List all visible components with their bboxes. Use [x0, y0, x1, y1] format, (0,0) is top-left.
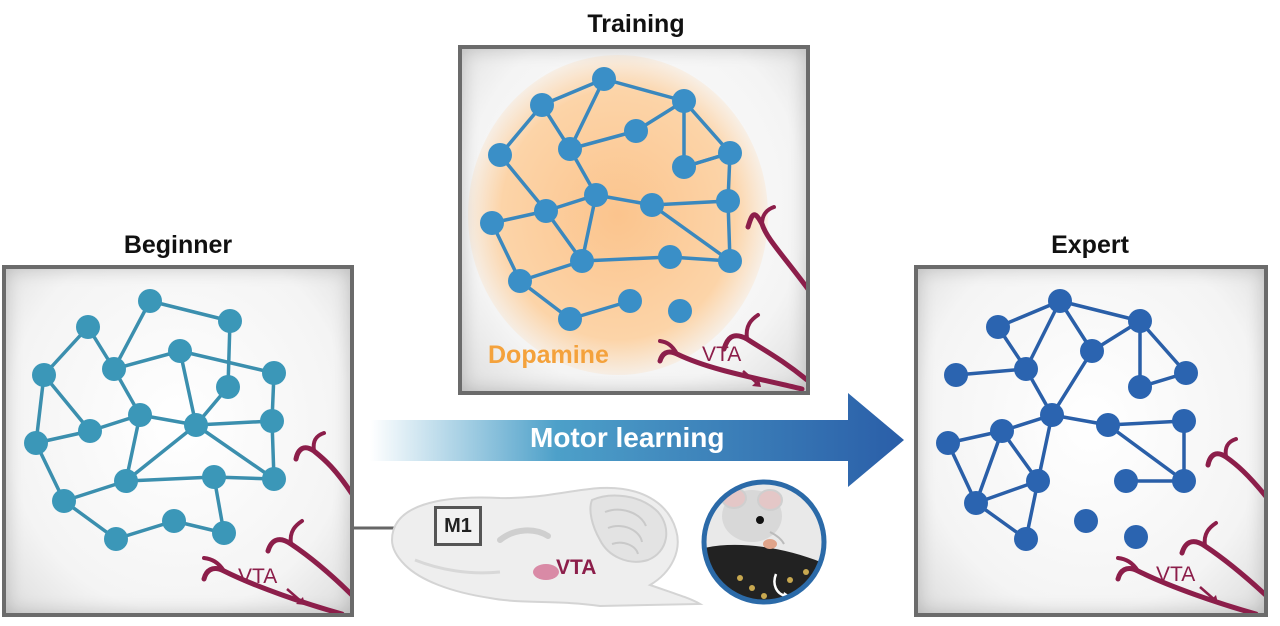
expert-network — [936, 289, 1198, 551]
network-edge — [194, 419, 274, 427]
neuron-node — [558, 307, 582, 331]
m1-region-label: M1 — [434, 506, 482, 546]
neuron-node — [508, 269, 532, 293]
beginner-panel: VTA — [2, 265, 354, 617]
neuron-node — [184, 413, 208, 437]
network-edge — [42, 373, 92, 433]
dopamine-label: Dopamine — [488, 341, 609, 369]
network-edge — [650, 199, 730, 207]
neuron-node — [1074, 509, 1098, 533]
neuron-node — [672, 89, 696, 113]
network-edge — [1024, 299, 1062, 371]
network-edge — [602, 77, 686, 103]
neuron-node — [1048, 289, 1072, 313]
network-edge — [124, 475, 216, 483]
neuron-node — [1014, 527, 1038, 551]
expert-title: Expert — [1051, 231, 1129, 259]
neuron-node — [936, 431, 960, 455]
neuron-node — [1172, 469, 1196, 493]
neuron-node — [1080, 339, 1104, 363]
neuron-node — [570, 249, 594, 273]
neuron-node — [986, 315, 1010, 339]
neuron-node — [162, 509, 186, 533]
neuron-node — [640, 193, 664, 217]
neuron-node — [1128, 375, 1152, 399]
neuron-node — [128, 403, 152, 427]
neuron-node — [534, 199, 558, 223]
neuron-node — [1172, 409, 1196, 433]
neuron-node — [216, 375, 240, 399]
network-edge — [1106, 419, 1186, 427]
neuron-node — [102, 357, 126, 381]
neuron-node — [718, 249, 742, 273]
neuron-node — [1026, 469, 1050, 493]
neuron-node — [592, 67, 616, 91]
neuron-node — [718, 141, 742, 165]
neuron-node — [168, 339, 192, 363]
neuron-node — [138, 289, 162, 313]
network-edge — [124, 423, 198, 483]
network-edge — [650, 203, 732, 263]
network-edge — [1058, 299, 1142, 323]
neuron-node — [1124, 525, 1148, 549]
neuron-node — [52, 489, 76, 513]
vta-label-training: VTA — [702, 343, 742, 366]
network-edge — [178, 349, 276, 375]
beginner-network — [24, 289, 286, 551]
neuron-node — [218, 309, 242, 333]
neuron-node — [944, 363, 968, 387]
training-panel: Dopamine VTA — [458, 45, 810, 395]
neuron-node — [658, 245, 682, 269]
neuron-node — [488, 143, 512, 167]
neuron-node — [716, 189, 740, 213]
neuron-node — [1174, 361, 1198, 385]
dopamine-glow — [468, 55, 768, 375]
neuron-node — [624, 119, 648, 143]
neuron-node — [32, 363, 56, 387]
neuron-node — [76, 315, 100, 339]
neuron-node — [1040, 403, 1064, 427]
network-edge — [112, 299, 152, 371]
neuron-node — [964, 491, 988, 515]
neuron-node — [260, 409, 284, 433]
neuron-node — [24, 431, 48, 455]
network-edge — [148, 299, 232, 323]
vta-label-expert: VTA — [1156, 563, 1196, 586]
neuron-node — [212, 521, 236, 545]
neuron-node — [990, 419, 1014, 443]
neuron-node — [202, 465, 226, 489]
neuron-node — [530, 93, 554, 117]
neuron-node — [1014, 357, 1038, 381]
neuron-node — [672, 155, 696, 179]
neuron-node — [584, 183, 608, 207]
neuron-node — [1096, 413, 1120, 437]
expert-panel: VTA — [914, 265, 1268, 617]
neuron-node — [618, 289, 642, 313]
network-edge — [580, 255, 672, 263]
motor-learning-label: Motor learning — [530, 422, 725, 453]
neuron-node — [1128, 309, 1152, 333]
network-edge — [194, 423, 276, 481]
vta-label-beginner: VTA — [238, 565, 278, 588]
neuron-node — [78, 419, 102, 443]
neuron-node — [104, 527, 128, 551]
network-edge — [1106, 423, 1186, 483]
network-edge — [178, 349, 198, 427]
neuron-node — [262, 467, 286, 491]
network-edge — [974, 429, 1004, 505]
training-title: Training — [587, 10, 685, 38]
neuron-node — [114, 469, 138, 493]
neuron-node — [480, 211, 504, 235]
brain-vta-label: VTA — [556, 556, 597, 579]
neuron-node — [262, 361, 286, 385]
network-edge — [568, 77, 606, 151]
network-edge — [1050, 349, 1094, 417]
network-edge — [498, 153, 548, 213]
neuron-node — [558, 137, 582, 161]
training-network — [480, 67, 742, 331]
neuron-node — [1114, 469, 1138, 493]
beginner-title: Beginner — [123, 231, 233, 259]
neuron-node — [668, 299, 692, 323]
